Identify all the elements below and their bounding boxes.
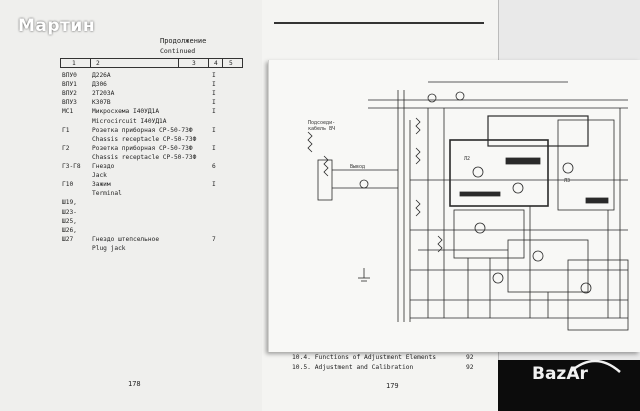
table-cell-description: Chassis receptacle СР-50-73Ф bbox=[92, 153, 197, 161]
page-top-rule bbox=[274, 22, 484, 24]
table-cell-ref: Г1 bbox=[62, 126, 70, 134]
table-cell-description: Terminal bbox=[92, 190, 122, 198]
watermark: Мартин bbox=[18, 16, 96, 36]
schematic-label: Вывод bbox=[350, 164, 366, 170]
table-cell-quantity: I bbox=[212, 99, 216, 107]
toc-entry-title: 10.4. Functions of Adjustment Elements bbox=[292, 354, 437, 361]
table-header-rule bbox=[60, 67, 242, 68]
table-column-header: 3 bbox=[192, 60, 196, 67]
toc-entry-title: 10.5. Adjustment and Calibration bbox=[292, 364, 414, 371]
table-column-header: 1 bbox=[72, 60, 76, 67]
table-cell-description: Зажим bbox=[92, 181, 111, 189]
table-cell-description: Д226А bbox=[92, 72, 111, 79]
table-cell-quantity: I bbox=[212, 126, 216, 134]
table-cell-ref: Ш25, bbox=[62, 217, 77, 225]
table-cell-quantity: I bbox=[212, 72, 216, 79]
table-cell-quantity: I bbox=[212, 181, 216, 189]
schematic-label: Л2 bbox=[464, 156, 471, 162]
table-cell-description: Гнездо штепсельное bbox=[92, 235, 160, 243]
table-col-divider bbox=[208, 58, 209, 68]
left-page: Продолжение Continued 1 2 3 4 5 ВПУ0 Д226… bbox=[0, 0, 262, 411]
toc-entry: 10.4. Functions of Adjustment Elements bbox=[292, 354, 436, 361]
table-cell-quantity: I bbox=[212, 144, 216, 152]
table-cell-description: Jack bbox=[92, 172, 107, 180]
table-cell-ref: ВПУ0 bbox=[62, 72, 77, 79]
table-cell-ref: МС1 bbox=[62, 108, 74, 116]
table-cell-description: Микросхема I40УД1А bbox=[92, 108, 160, 116]
table-column-header: 5 bbox=[229, 60, 233, 67]
schematic-label: Подсоеди- bbox=[308, 120, 336, 126]
table-cell-ref: ВПУ2 bbox=[62, 90, 77, 98]
table-cell-description: Розетка приборная СР-50-73Ф bbox=[92, 144, 193, 152]
left-page-number: 178 bbox=[128, 380, 141, 388]
table-top-rule bbox=[60, 58, 242, 59]
table-col-divider bbox=[178, 58, 179, 68]
brand-logo: BazAr bbox=[532, 364, 588, 384]
table-cell-quantity: 6 bbox=[212, 163, 216, 170]
table-col-divider bbox=[222, 58, 223, 68]
table-cell-quantity: I bbox=[212, 90, 216, 98]
table-cell-description: Розетка приборная СР-50-73Ф bbox=[92, 126, 193, 134]
toc-page-number: 92 bbox=[466, 354, 474, 361]
table-cell-description: Д306 bbox=[92, 81, 107, 89]
toc-page-number: 92 bbox=[466, 364, 474, 371]
table-cell-ref: Г2 bbox=[62, 144, 70, 152]
circuit-schematic bbox=[268, 60, 629, 352]
table-cell-ref: Ш23- bbox=[62, 208, 77, 216]
schematic-label: кабель ВЧ bbox=[308, 126, 336, 132]
table-cell-ref: ВПУ1 bbox=[62, 81, 77, 89]
table-cell-description: Microcircuit I40УД1А bbox=[92, 117, 167, 125]
table-cell-quantity: I bbox=[212, 108, 216, 116]
toc-entry: 10.5. Adjustment and Calibration bbox=[292, 364, 413, 371]
table-cell-description: Plug jack bbox=[92, 244, 126, 252]
schematic-label: Л3 bbox=[564, 178, 571, 184]
table-col-divider bbox=[60, 58, 61, 68]
table-col-divider bbox=[90, 58, 91, 68]
schematic-insert: Подсоеди- кабель ВЧ Вывод Л2 Л3 bbox=[268, 60, 640, 352]
table-cell-ref: Ш19, bbox=[62, 199, 77, 207]
table-cell-quantity: I bbox=[212, 81, 216, 89]
table-cell-description: КЗ07В bbox=[92, 99, 111, 107]
right-page-number: 179 bbox=[386, 382, 399, 390]
table-cell-ref: Г10 bbox=[62, 181, 74, 189]
table-col-divider bbox=[242, 58, 243, 68]
continued-header-en: Continued bbox=[160, 47, 196, 55]
table-cell-ref: ВПУ3 bbox=[62, 99, 77, 107]
table-column-header: 4 bbox=[214, 60, 218, 67]
table-cell-ref: Ш26, bbox=[62, 226, 77, 234]
table-column-header: 2 bbox=[96, 60, 100, 67]
continued-header-ru: Продолжение bbox=[160, 37, 207, 45]
table-cell-ref: Г3-Г8 bbox=[62, 163, 81, 170]
table-cell-quantity: 7 bbox=[212, 235, 216, 243]
table-cell-ref: Ш27 bbox=[62, 235, 74, 243]
table-cell-description: Гнездо bbox=[92, 163, 115, 170]
table-cell-description: Chassis receptacle СР-50-73Ф bbox=[92, 135, 197, 143]
brand-swoosh-icon bbox=[569, 359, 621, 373]
table-cell-description: 2Т203А bbox=[92, 90, 115, 98]
